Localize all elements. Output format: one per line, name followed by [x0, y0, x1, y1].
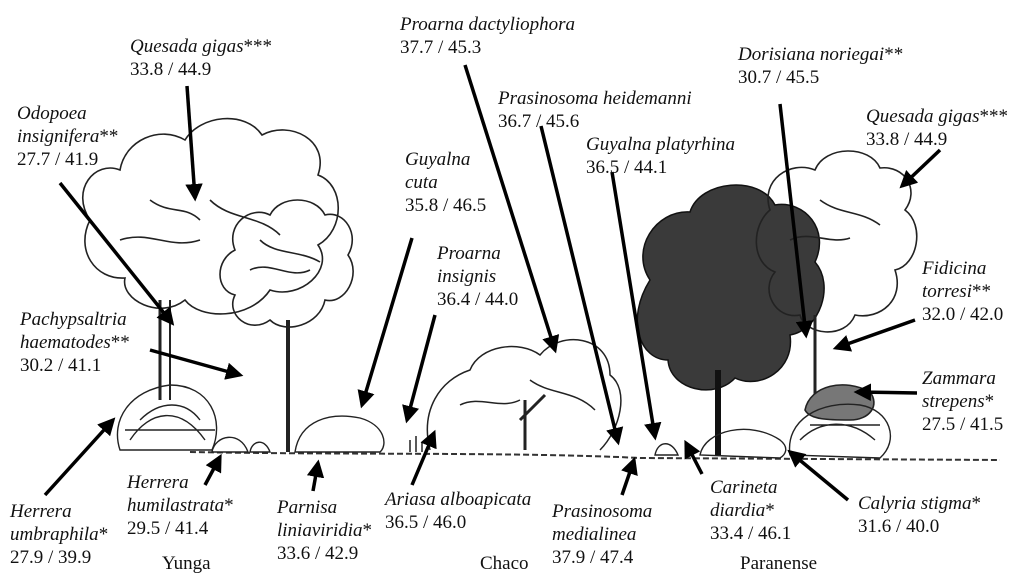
label-herrera-humilastrata: Herrera humilastrata* 29.5 / 41.4: [127, 471, 234, 540]
label-prasinosoma-medialinea: Prasinosoma medialinea 37.9 / 47.4: [552, 500, 652, 569]
label-guyalna-cuta: Guyalna cuta 35.8 / 46.5: [405, 148, 486, 217]
arrow-herrera-umbraphila: [45, 420, 113, 495]
label-zammara-strepens: Zammara strepens* 27.5 / 41.5: [922, 367, 1003, 436]
label-herrera-umbraphila: Herrera umbraphila* 27.9 / 39.9: [10, 500, 108, 569]
label-quesada-gigas-right: Quesada gigas*** 33.8 / 44.9: [866, 105, 1008, 151]
fern-left: [117, 385, 216, 450]
arrow-guyalna-cuta: [362, 238, 412, 405]
label-quesada-gigas-left: Quesada gigas*** 33.8 / 44.9: [130, 35, 272, 81]
label-calyria-stigma: Calyria stigma* 31.6 / 40.0: [858, 492, 981, 538]
label-proarna-dactyliophora: Proarna dactyliophora 37.7 / 45.3: [400, 13, 575, 59]
arrow-proarna-insignis: [407, 315, 435, 420]
label-parnisa-liniaviridia: Parnisa liniaviridia* 33.6 / 42.9: [277, 496, 372, 565]
label-prasinosoma-heidemanni: Prasinosoma heidemanni 36.7 / 45.6: [498, 87, 692, 133]
label-proarna-insignis: Proarna insignis 36.4 / 44.0: [437, 242, 518, 311]
label-odopoea-insignifera: Odopoea insignifera** 27.7 / 41.9: [17, 102, 118, 171]
paranense-dark-tree: [637, 185, 824, 455]
yunga-tree-2: [220, 200, 353, 452]
region-label-yunga: Yunga: [162, 553, 211, 575]
label-ariasa-alboapicata: Ariasa alboapicata 36.5 / 46.0: [385, 488, 531, 534]
label-dorisiana-noriegai: Dorisiana noriegai** 30.7 / 45.5: [738, 43, 903, 89]
region-label-paranense: Paranense: [740, 553, 817, 575]
arrow-zammara-strepens: [857, 392, 917, 393]
label-guyalna-platyrhina: Guyalna platyrhina 36.5 / 44.1: [586, 133, 735, 179]
ground-line: [190, 452, 1000, 460]
label-fidicina-torresi: Fidicina torresi** 32.0 / 42.0: [922, 257, 1003, 326]
arrow-quesada-gigas-right: [902, 150, 940, 186]
label-carineta-diardia: Carineta diardia* 33.4 / 46.1: [710, 476, 791, 545]
chaco-vegetation: [410, 340, 621, 452]
region-label-chaco: Chaco: [480, 553, 529, 575]
arrow-prasinosoma-medialinea: [622, 460, 634, 495]
arrow-parnisa-liniaviridia: [313, 463, 318, 491]
arrow-pachypsaltria-haematodes: [150, 350, 240, 375]
arrow-quesada-gigas-left: [187, 86, 195, 198]
label-pachypsaltria-haematodes: Pachypsaltria haematodes** 30.2 / 41.1: [20, 308, 130, 377]
small-shrubs-yunga: [212, 416, 384, 452]
